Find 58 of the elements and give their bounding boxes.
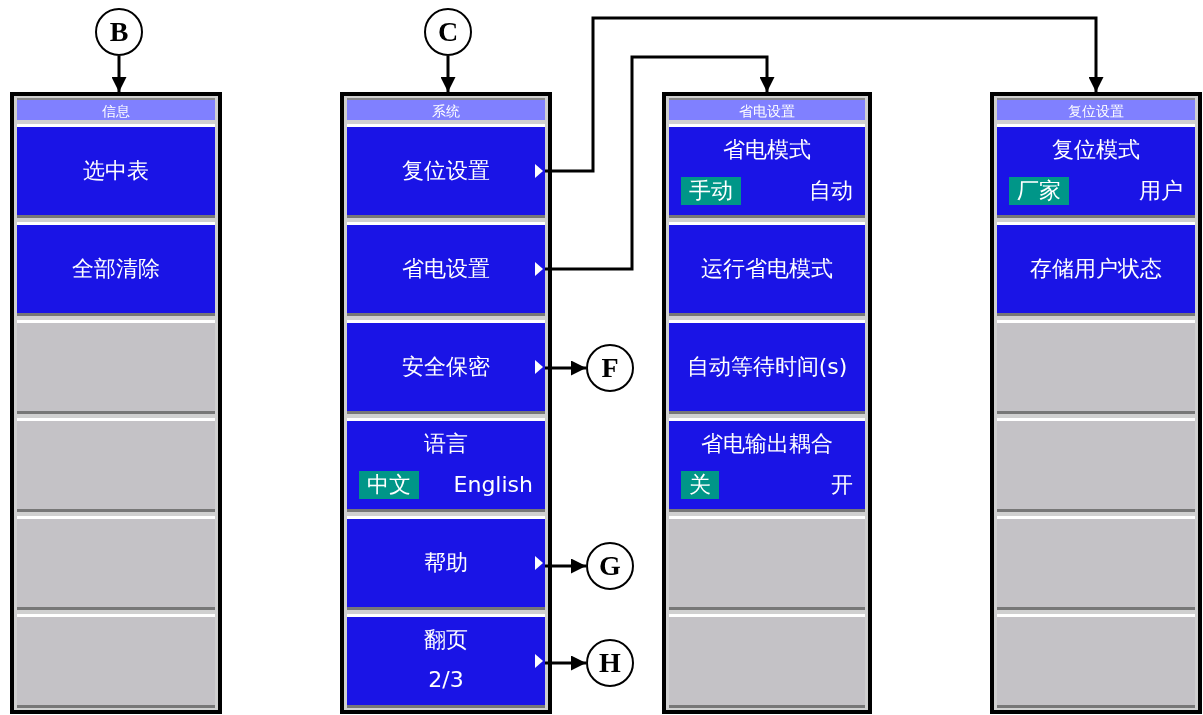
arrow: [545, 55, 775, 271]
menu-header: 信息: [17, 98, 215, 120]
selected-option: 手动: [681, 177, 741, 205]
menu-button: 自动等待时间(s): [669, 320, 865, 414]
menu-panel: [340, 92, 552, 714]
selected-option: 中文: [359, 471, 419, 499]
empty-menu-button: [17, 320, 215, 414]
menu-header: 复位设置: [997, 98, 1195, 120]
empty-menu-button: [997, 418, 1195, 512]
menu-label: 语言: [423, 430, 469, 458]
option-label: English: [452, 471, 534, 499]
menu-panel: [10, 92, 222, 714]
menu-button: 帮助: [347, 516, 545, 610]
menu-label: 省电模式: [722, 136, 812, 164]
arrow: [545, 558, 586, 574]
empty-menu-button: [997, 320, 1195, 414]
menu-panel: [990, 92, 1202, 714]
selected-option: 厂家: [1009, 177, 1069, 205]
menu-button: 运行省电模式: [669, 222, 865, 316]
option-label: 自动: [808, 177, 854, 205]
option-label: 开: [830, 471, 854, 499]
empty-menu-button: [669, 516, 865, 610]
empty-menu-button: [997, 614, 1195, 708]
menu-button: 存储用户状态: [997, 222, 1195, 316]
arrow: [440, 56, 456, 92]
menu-label: 翻页: [423, 626, 469, 654]
selected-option: 关: [681, 471, 719, 499]
arrow: [111, 56, 127, 92]
empty-menu-button: [17, 614, 215, 708]
menu-button: 省电设置: [347, 222, 545, 316]
arrow: [545, 16, 1104, 173]
menu-button: 全部清除: [17, 222, 215, 316]
menu-panel: [662, 92, 872, 714]
menu-button: [347, 614, 545, 708]
menu-button: [997, 124, 1195, 218]
circle-marker: G: [586, 542, 634, 590]
arrow: [545, 360, 586, 376]
arrow: [545, 655, 586, 671]
menu-button: [347, 418, 545, 512]
empty-menu-button: [17, 516, 215, 610]
menu-button: [669, 124, 865, 218]
menu-button: 复位设置: [347, 124, 545, 218]
menu-button: 安全保密: [347, 320, 545, 414]
circle-marker: C: [424, 8, 472, 56]
menu-header: 省电设置: [669, 98, 865, 120]
menu-button: 选中表: [17, 124, 215, 218]
circle-marker: H: [586, 639, 634, 687]
option-label: 用户: [1138, 177, 1184, 205]
circle-marker: B: [95, 8, 143, 56]
circle-marker: F: [586, 344, 634, 392]
menu-header: 系统: [347, 98, 545, 120]
menu-label: 2/3: [427, 666, 465, 694]
menu-label: 复位模式: [1051, 136, 1141, 164]
empty-menu-button: [669, 614, 865, 708]
empty-menu-button: [997, 516, 1195, 610]
empty-menu-button: [17, 418, 215, 512]
menu-button: [669, 418, 865, 512]
menu-label: 省电输出耦合: [700, 430, 834, 458]
